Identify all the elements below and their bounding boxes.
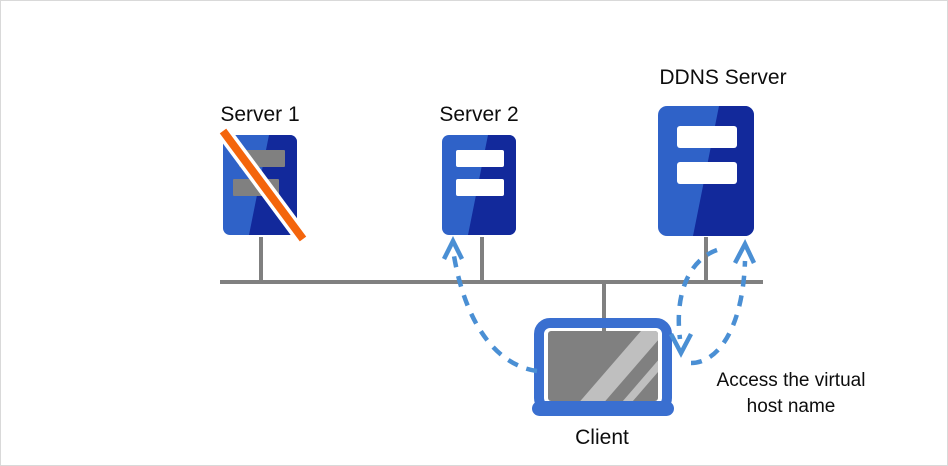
node-client[interactable]: Client — [532, 318, 683, 449]
flow-ddns-query-down-path — [676, 247, 718, 340]
flow-client-to-server-2-arrowhead — [441, 235, 465, 261]
flow-ddns-query-up — [690, 238, 757, 366]
server-2-label: Server 2 — [439, 103, 518, 126]
ddns-server-body — [658, 106, 754, 236]
client-laptop-screen-glare — [576, 331, 658, 401]
flow-ddns-query-up-path — [690, 260, 748, 366]
flow-ddns-query-up-arrowhead — [733, 238, 757, 265]
server-1-label: Server 1 — [220, 103, 299, 126]
ddns-server-status-bar-1 — [677, 126, 737, 148]
annotation-line-2: host name — [747, 396, 836, 417]
server-2-status-bar-1 — [456, 150, 504, 167]
network-bus-group — [220, 237, 763, 331]
annotation-line-1: Access the virtual — [717, 370, 866, 391]
flow-client-to-server-2-path — [451, 255, 538, 374]
server-1-disabled-slash — [219, 128, 307, 242]
node-server-2[interactable]: Server 2 — [439, 103, 519, 235]
server-2-body — [442, 135, 516, 235]
server-2-status-bar-2 — [456, 179, 504, 196]
flow-ddns-query-down-arrowhead — [669, 332, 693, 358]
client-laptop-base — [532, 401, 674, 416]
ddns-server-label: DDNS Server — [659, 66, 786, 89]
client-label: Client — [575, 426, 629, 449]
client-screen-highlight-2 — [616, 343, 658, 401]
flow-client-to-server-2 — [441, 235, 538, 374]
ddns-server-status-bar-2 — [677, 162, 737, 184]
client-screen-highlight-1 — [576, 331, 658, 401]
node-server-1[interactable]: Server 1 — [216, 103, 310, 244]
flow-ddns-query-down — [669, 247, 718, 358]
node-ddns-server[interactable]: DDNS Server — [658, 66, 787, 236]
annotation-access-virtual-host-name: Access the virtual host name — [717, 370, 866, 417]
